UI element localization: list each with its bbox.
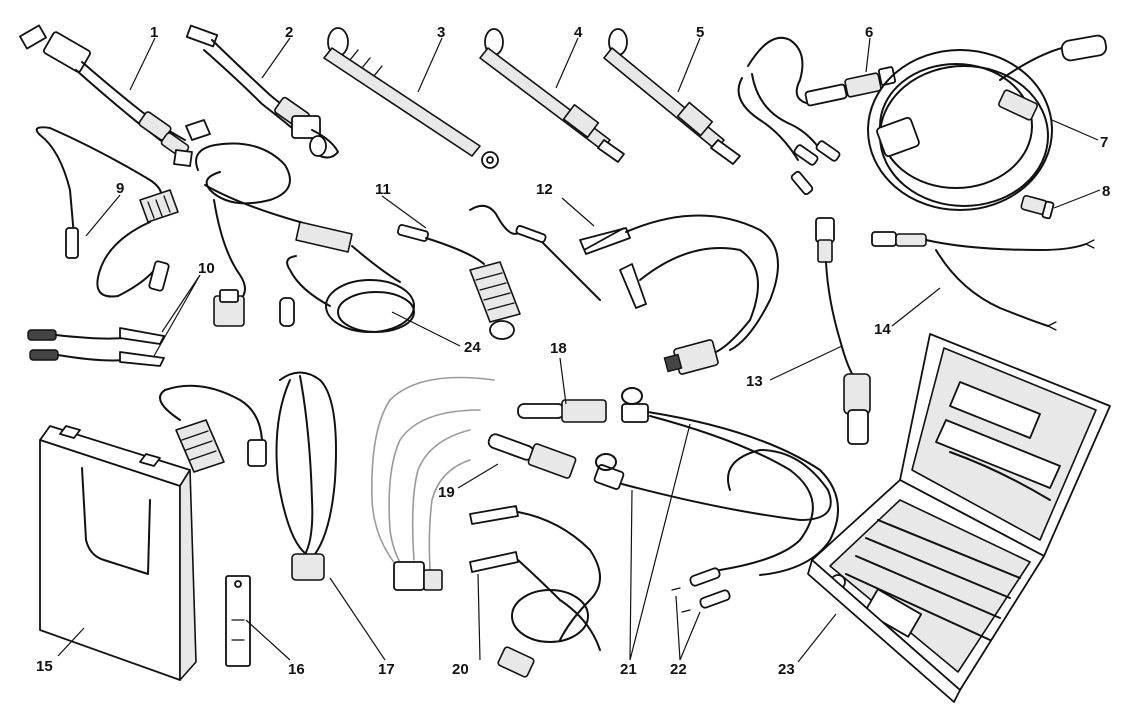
- callout-16: 16: [288, 661, 305, 678]
- callout-2: 2: [285, 24, 293, 41]
- part-16-tag: [225, 575, 251, 667]
- callout-6: 6: [865, 24, 873, 41]
- callout-23: 23: [778, 661, 795, 678]
- part-6-test-lead: [737, 36, 897, 196]
- callout-14: 14: [874, 321, 891, 338]
- part-14-fork-lead: [871, 231, 1095, 331]
- callout-15: 15: [36, 658, 53, 675]
- part-20-clip-leads: [469, 505, 601, 678]
- part-1-adapter-harness: [19, 24, 211, 167]
- part-24-tester-lead: [195, 142, 415, 333]
- callout-8: 8: [1102, 183, 1110, 200]
- callout-7: 7: [1100, 134, 1108, 151]
- callout-20: 20: [452, 661, 469, 678]
- callout-22: 22: [670, 661, 687, 678]
- part-10-clip-leads: [27, 327, 165, 367]
- part-7-coiled-cable: [867, 34, 1108, 211]
- part-11-sensor-lead: [396, 204, 601, 340]
- callout-18: 18: [550, 340, 567, 357]
- callout-1: 1: [150, 24, 158, 41]
- part-5-probe-rod: [603, 28, 741, 165]
- callout-9: 9: [116, 180, 124, 197]
- part-17-test-lead: [159, 371, 337, 581]
- callout-11: 11: [375, 181, 391, 198]
- callout-numbers: 1 2 3 4 5 6 7 8 9 10 11 12 13 14 15 16 1…: [36, 24, 1110, 678]
- part-3-probe-rod: [323, 27, 499, 169]
- callout-19: 19: [438, 484, 455, 501]
- part-8-plug: [1020, 195, 1055, 220]
- grey-probe-leads: [371, 376, 495, 591]
- part-13-adapter-lead: [815, 217, 871, 445]
- part-21-probe-cables: [593, 387, 839, 576]
- callout-24: 24: [464, 339, 481, 356]
- leader-lines: [57, 37, 1101, 663]
- part-19-probe-connector: [487, 433, 577, 479]
- part-15-carrying-case: [39, 425, 197, 681]
- callout-17: 17: [378, 661, 395, 678]
- part-18-probe-connector: [517, 399, 607, 423]
- callout-10: 10: [198, 260, 215, 277]
- callout-3: 3: [437, 24, 445, 41]
- part-23-tool-case: [807, 333, 1111, 703]
- callout-12: 12: [536, 181, 553, 198]
- part-22-pin-tips: [671, 567, 731, 613]
- part-2-adapter-harness: [185, 24, 339, 159]
- part-9-sensor-lead: [35, 126, 179, 298]
- part-12-clip-leads: [579, 214, 779, 375]
- callout-5: 5: [696, 24, 704, 41]
- callout-13: 13: [746, 373, 763, 390]
- part-4-probe-rod: [479, 28, 625, 163]
- callout-21: 21: [620, 661, 637, 678]
- callout-4: 4: [574, 24, 583, 41]
